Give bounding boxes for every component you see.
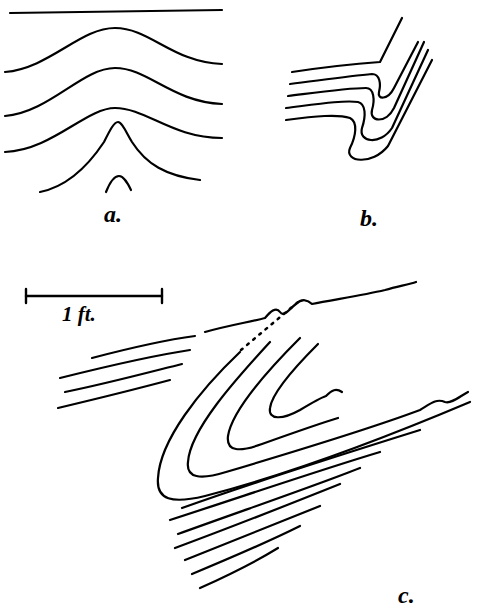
scale-bar — [26, 289, 162, 303]
anticline-a — [5, 10, 222, 192]
figure-letter: a. — [104, 202, 122, 226]
scale-label: 1 ft. — [62, 304, 96, 325]
step-fold-b — [286, 18, 432, 160]
recumbent-fold-c — [58, 282, 470, 588]
figure-letter: b. — [360, 206, 378, 230]
figure-letter: c. — [398, 583, 415, 607]
